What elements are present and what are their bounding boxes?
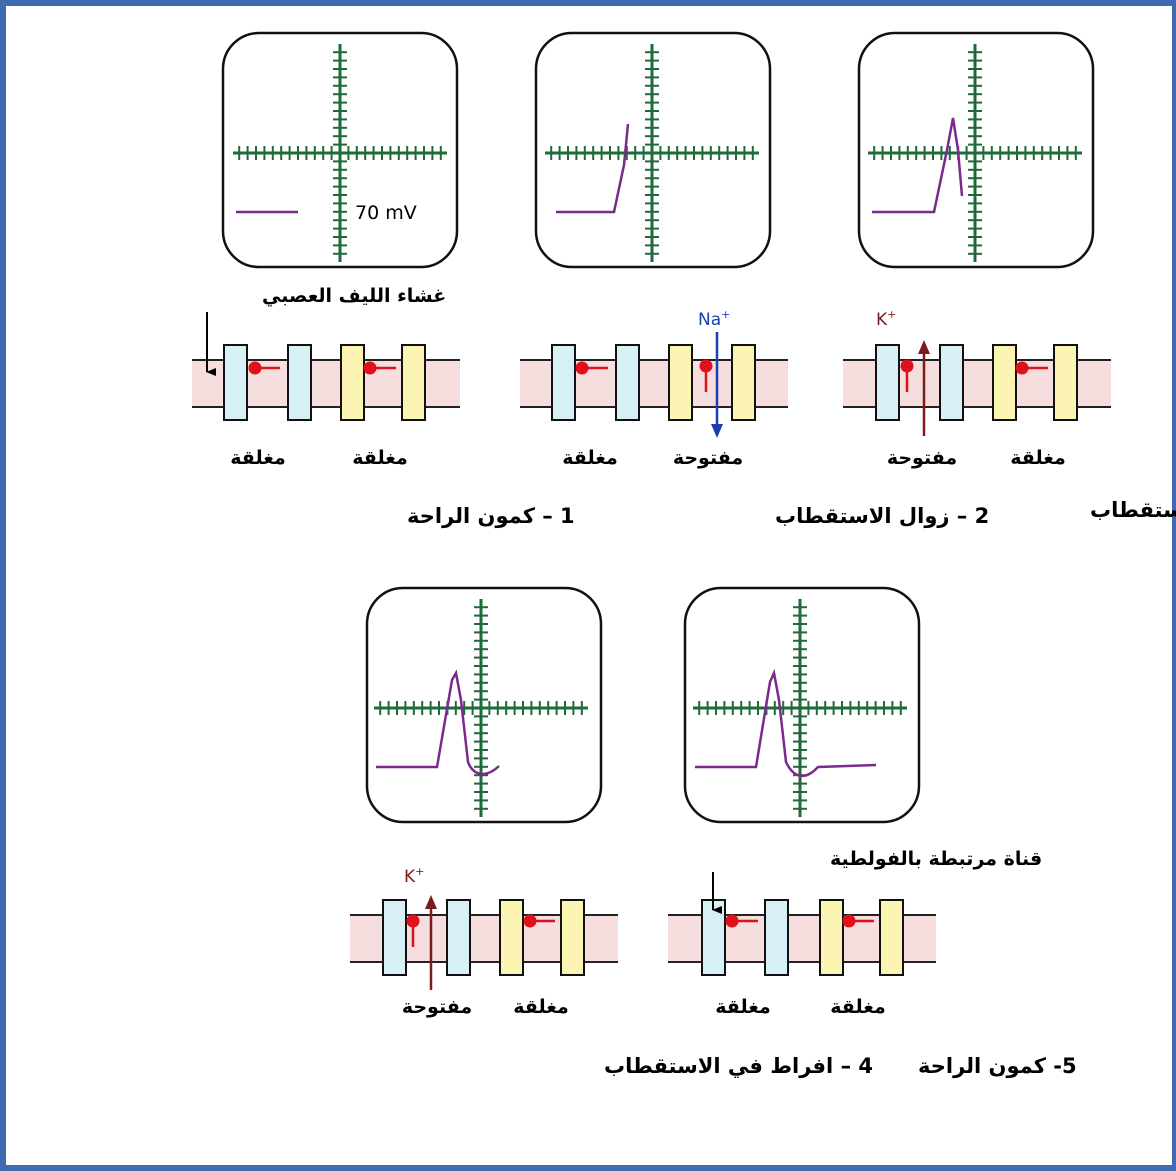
return-to-rest-trace	[695, 668, 877, 777]
oscilloscope-2	[534, 31, 772, 269]
channel-gate-ball	[575, 361, 589, 375]
k-arrow-head	[425, 895, 437, 909]
k-channel-closed	[287, 344, 312, 421]
k-channel-closed	[939, 344, 964, 421]
channel-gate-ball	[1015, 361, 1029, 375]
voltage-channel-label: قناة مرتبطة بالفولطية	[830, 848, 1042, 870]
channel-gate-ball	[900, 359, 914, 373]
membrane-label: غشاء الليف العصبي	[262, 285, 446, 307]
k-arrow-head	[918, 340, 930, 354]
hyperpolarization-trace	[376, 669, 500, 776]
na-arrow-head	[711, 424, 723, 438]
state-label-open: مفتوحة	[402, 996, 472, 1018]
na-channel-closed	[819, 899, 844, 976]
k-channel-open	[382, 899, 407, 976]
channel-gate-ball	[363, 361, 377, 375]
state-label-closed: مغلقة	[230, 447, 285, 469]
oscilloscope-grid	[374, 599, 588, 817]
k-ion-label: K+	[404, 865, 424, 887]
state-label-closed: مغلقة	[715, 996, 770, 1018]
stage-3-caption: 3 – عودة الاستقطاب	[1090, 498, 1176, 522]
channel-gate-ball	[248, 361, 262, 375]
oscilloscope-3	[857, 31, 1095, 269]
repolarization-trace	[872, 117, 964, 214]
na-channel-closed	[879, 899, 904, 976]
na-channel-closed	[1053, 344, 1078, 421]
na-ion-label: Na+	[698, 308, 730, 330]
k-channel-closed	[223, 344, 248, 421]
na-channel-closed	[992, 344, 1017, 421]
na-channel-open	[668, 344, 693, 421]
state-label-closed: مغلقة	[352, 447, 407, 469]
stage-5-caption: 5- كمون الراحة	[918, 1054, 1077, 1078]
na-channel-closed	[499, 899, 524, 976]
k-ion-label: K+	[876, 308, 896, 330]
stage-1-caption: 1 – كمون الراحة	[407, 504, 575, 528]
k-channel-closed	[551, 344, 576, 421]
channel-gate-ball	[842, 914, 856, 928]
oscilloscope-grid	[233, 44, 447, 262]
state-label-open: مفتوحة	[887, 447, 957, 469]
oscilloscope-grid	[868, 44, 1082, 262]
stage-4-caption: 4 – افراط في الاستقطاب	[604, 1054, 873, 1078]
na-channel-closed	[560, 899, 585, 976]
oscilloscope-1: 70 mV	[221, 31, 459, 269]
na-channel-closed	[340, 344, 365, 421]
state-label-open: مفتوحة	[673, 447, 743, 469]
k-channel-closed	[615, 344, 640, 421]
oscilloscope-4	[365, 586, 603, 824]
stage-2-caption: 2 – زوال الاستقطاب	[775, 504, 989, 528]
na-channel-closed	[401, 344, 426, 421]
channel-gate-ball	[699, 359, 713, 373]
depolarization-trace	[556, 123, 630, 214]
state-label-closed: مغلقة	[513, 996, 568, 1018]
state-label-closed: مغلقة	[830, 996, 885, 1018]
na-channel-closed	[731, 344, 756, 421]
k-channel-closed	[701, 899, 726, 976]
k-channel-open	[875, 344, 900, 421]
oscilloscope-grid	[545, 44, 759, 262]
channel-gate-ball	[406, 914, 420, 928]
channel-gate-ball	[523, 914, 537, 928]
oscilloscope-5	[683, 586, 921, 824]
resting-voltage-label: 70 mV	[355, 202, 417, 224]
state-label-closed: مغلقة	[562, 447, 617, 469]
oscilloscope-grid	[693, 599, 907, 817]
state-label-closed: مغلقة	[1010, 447, 1065, 469]
k-channel-closed	[446, 899, 471, 976]
channel-gate-ball	[725, 914, 739, 928]
k-channel-closed	[764, 899, 789, 976]
